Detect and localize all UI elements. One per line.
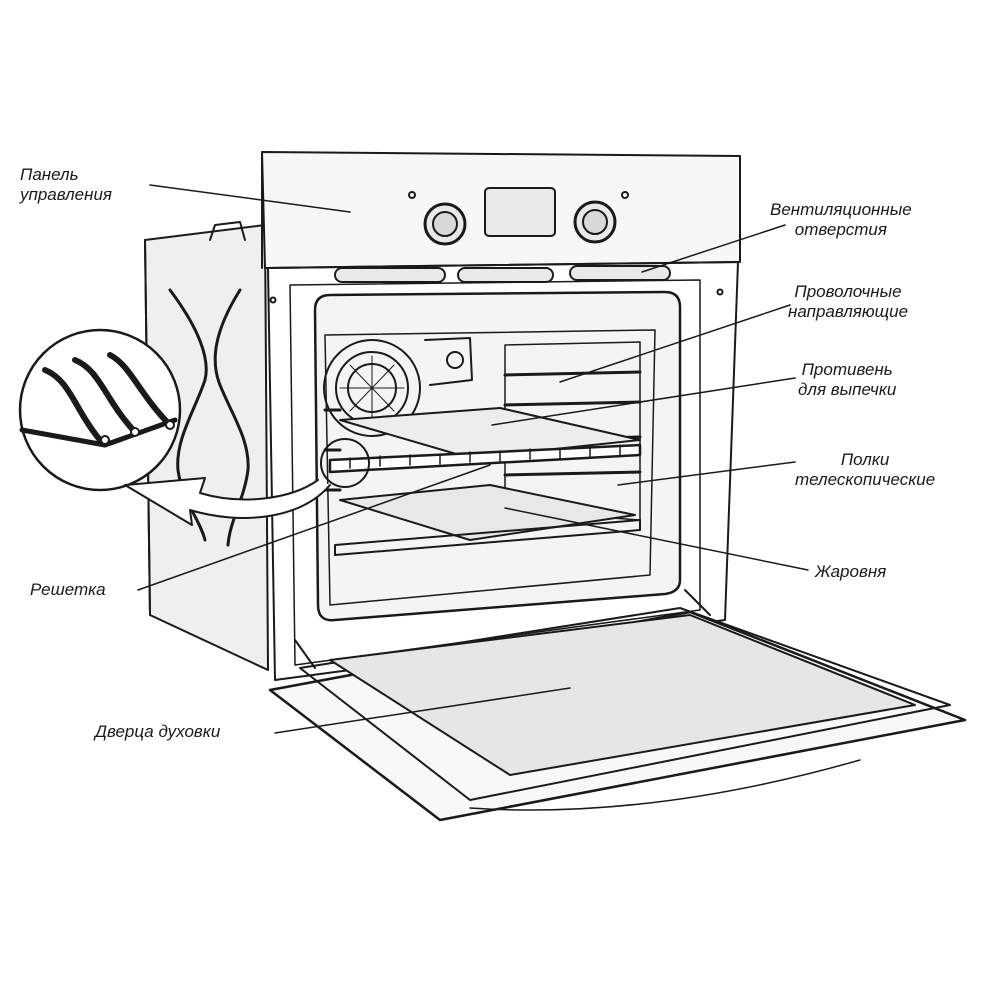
- oven-door: [268, 589, 967, 822]
- label-control-panel-line2: управления: [20, 185, 113, 204]
- control-panel: [261, 151, 741, 269]
- label-baking-tray: Противень для выпечки: [798, 360, 896, 400]
- label-baking-tray-line1: Противень: [801, 360, 893, 379]
- zoom-detail: [18, 328, 370, 526]
- label-vent-holes-line1: Вентиляционные: [770, 200, 912, 219]
- leader-lines: [137, 184, 809, 734]
- label-wire-guides: Проволочные направляющие: [788, 282, 908, 322]
- display-window: [484, 187, 556, 237]
- label-roasting-pan-text: Жаровня: [815, 562, 887, 581]
- label-grill-rack: Решетка: [30, 580, 106, 600]
- label-wire-guides-line2: направляющие: [788, 302, 909, 321]
- label-wire-guides-line1: Проволочные: [794, 282, 902, 301]
- vent-slot: [569, 265, 671, 281]
- baking-tray: [339, 407, 641, 459]
- label-telescopic-shelves: Полки телескопические: [795, 450, 935, 490]
- label-oven-door: Дверца духовки: [95, 722, 220, 742]
- label-vent-holes: Вентиляционные отверстия: [770, 200, 912, 240]
- grill-rack: [328, 443, 642, 474]
- label-grill-rack-text: Решетка: [30, 580, 106, 599]
- label-oven-door-text: Дверца духовки: [95, 722, 221, 741]
- label-vent-holes-line2: отверстия: [794, 220, 887, 239]
- zoom-source-circle: [320, 438, 370, 488]
- label-roasting-pan: Жаровня: [815, 562, 886, 582]
- label-baking-tray-line2: для выпечки: [798, 380, 897, 399]
- zoom-arrow: [124, 477, 331, 526]
- label-telescopic-shelves-line1: Полки: [840, 450, 890, 469]
- vent-slot: [457, 267, 554, 283]
- vent-slot: [334, 267, 446, 283]
- label-control-panel: Панель управления: [20, 165, 112, 205]
- zoom-circle: [18, 328, 182, 492]
- convection-fan: [323, 339, 421, 437]
- label-telescopic-shelves-line2: телескопические: [795, 470, 936, 489]
- label-control-panel-line1: Панель: [20, 165, 79, 184]
- roasting-pan: [334, 484, 641, 556]
